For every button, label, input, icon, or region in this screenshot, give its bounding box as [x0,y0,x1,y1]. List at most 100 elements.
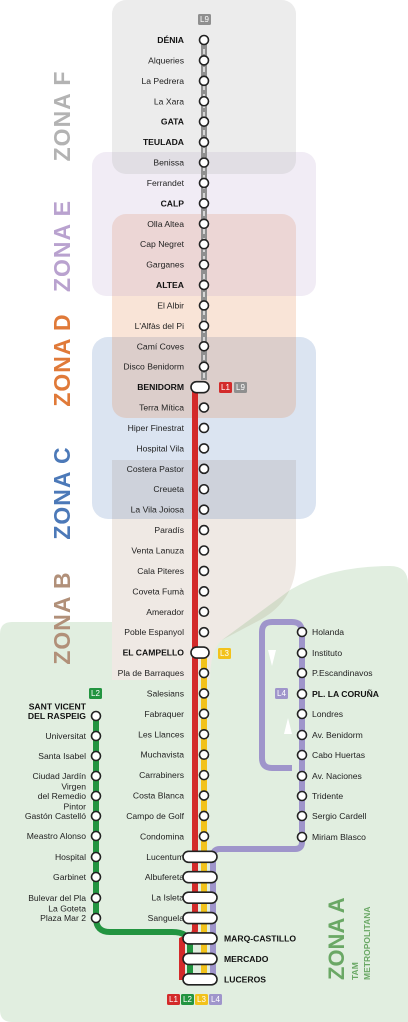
station-marker-benissa[interactable] [198,157,210,168]
station-label-la-pedrera[interactable]: La Pedrera [141,76,184,86]
station-label-garganes[interactable]: Garganes [146,260,184,270]
station-marker-la-xara[interactable] [198,95,210,107]
station-marker-salesians[interactable] [198,688,210,699]
station-marker-amerador[interactable] [198,606,210,618]
station-marker-la-vila-joiosa[interactable] [198,504,210,515]
station-marker-olla-altea[interactable] [198,218,210,230]
station-label-la-isleta[interactable]: La Isleta [152,893,185,903]
station-label-hiper-finestrat[interactable]: Hiper Finestrat [128,423,185,433]
station-label-olla-altea[interactable]: Olla Altea [147,219,184,229]
station-marker-pl-la-coruna[interactable] [296,688,308,700]
station-marker-terra-mitica[interactable] [198,402,210,413]
station-marker-ferrandet[interactable] [198,177,210,189]
station-label-salesians[interactable]: Salesians [147,688,184,698]
station-label-denia[interactable]: DÉNIA [157,35,184,45]
station-label-alqueries[interactable]: Alqueries [148,55,184,65]
station-label-p-escandinavos[interactable]: P.Escandinavos [312,668,373,678]
line-badge-l3[interactable]: L3 [195,994,208,1005]
station-marker-bulevar-del-pla[interactable] [90,892,102,904]
station-marker-universitat[interactable] [90,730,102,742]
station-marker-fabraquer[interactable] [198,708,210,720]
station-marker-teulada[interactable] [198,136,210,148]
station-marker-la-isleta[interactable] [182,891,218,904]
station-label-paradis[interactable]: Paradís [154,525,184,535]
station-marker-cabo-huertas[interactable] [296,749,308,761]
station-label-coveta-fuma[interactable]: Coveta Fumà [132,586,184,596]
station-label-albufereta[interactable]: Albufereta [145,872,184,882]
line-badge-l9[interactable]: L9 [234,382,247,393]
station-label-poble-espanyol[interactable]: Poble Espanyol [124,627,184,637]
station-marker-garbinet[interactable] [90,871,102,883]
station-label-garbinet[interactable]: Garbinet [53,872,87,882]
station-marker-cala-piteres[interactable] [198,565,210,577]
station-marker-benidorm[interactable] [190,380,210,394]
station-label-campo-de-golf[interactable]: Campo de Golf [126,811,184,821]
station-marker-garganes[interactable] [198,259,210,270]
station-marker-el-campello[interactable] [190,646,210,659]
station-label-av-benidorm[interactable]: Av. Benidorm [312,730,363,740]
station-label-gata[interactable]: GATA [161,117,184,127]
station-label-cabo-huertas[interactable]: Cabo Huertas [312,750,365,760]
station-marker-disco-benidorm[interactable] [198,361,210,373]
station-label-benidorm[interactable]: BENIDORM [137,382,184,392]
station-label-marq-castillo[interactable]: MARQ-CASTILLO [224,933,296,943]
line-badge-l3[interactable]: L3 [218,648,231,659]
line-badge-l9[interactable]: L9 [198,14,211,25]
station-label-la-vila-joiosa[interactable]: La Vila Joiosa [131,505,185,515]
station-marker-cami-coves[interactable] [198,340,210,352]
station-label-el-campello[interactable]: EL CAMPELLO [123,648,185,658]
station-marker-venta-lanuza[interactable] [198,545,210,556]
station-marker-carrabiners[interactable] [198,769,210,781]
station-marker-la-goteta-plaza-mar-2[interactable] [90,912,102,924]
station-label-sergio-cardell[interactable]: Sergio Cardell [312,811,367,821]
station-marker-coveta-fuma[interactable] [198,586,210,597]
station-label-disco-benidorm[interactable]: Disco Benidorm [123,362,184,372]
line-badge-l4[interactable]: L4 [275,688,288,699]
station-label-bulevar-del-pla[interactable]: Bulevar del Pla [28,893,86,903]
station-marker-cap-negret[interactable] [198,238,210,250]
station-label-meastro-alonso[interactable]: Meastro Alonso [27,831,86,841]
station-marker-alqueries[interactable] [198,55,210,66]
station-label-cami-coves[interactable]: Camí Coves [137,341,184,351]
station-marker-sant-vicent-del-raspeig[interactable] [90,710,102,722]
station-label-santa-isabel[interactable]: Santa Isabel [38,751,86,761]
station-label-holanda[interactable]: Holanda [312,627,344,637]
station-marker-av-naciones[interactable] [296,770,308,782]
station-marker-marq-castillo[interactable] [182,932,218,945]
station-marker-luceros[interactable] [182,973,218,986]
station-marker-hospital[interactable] [90,851,102,863]
station-label-mercado[interactable]: MERCADO [224,954,269,964]
station-label-benissa[interactable]: Benissa [153,158,184,168]
station-marker-gata[interactable] [198,116,210,127]
station-label-cap-negret[interactable]: Cap Negret [140,239,185,249]
station-marker-altea[interactable] [198,279,210,291]
station-marker-poble-espanyol[interactable] [198,626,210,638]
station-marker-costera-pastor[interactable] [198,463,210,475]
station-marker-sanguela[interactable] [182,911,218,925]
station-label-tridente[interactable]: Tridente [312,791,343,801]
station-label-condomina[interactable]: Condomina [140,831,184,841]
station-marker-mercado[interactable] [182,952,218,966]
station-marker-tridente[interactable] [296,790,308,802]
station-label-muchavista[interactable]: Muchavista [141,750,185,760]
station-label-carrabiners[interactable]: Carrabiners [139,770,184,780]
station-marker-campo-de-golf[interactable] [198,810,210,822]
station-label-altea[interactable]: ALTEA [156,280,184,290]
station-label-lucentum[interactable]: Lucentum [146,852,184,862]
station-marker-condomina[interactable] [198,831,210,842]
station-marker-p-escandinavos[interactable] [296,667,308,679]
station-label-creueta[interactable]: Creueta [153,484,184,494]
station-marker-santa-isabel[interactable] [90,750,102,762]
station-label-luceros[interactable]: LUCEROS [224,974,266,984]
station-label-instituto[interactable]: Instituto [312,648,342,658]
line-badge-l4[interactable]: L4 [209,994,222,1005]
station-label-la-xara[interactable]: La Xara [154,96,184,106]
station-label-hospital[interactable]: Hospital [55,852,86,862]
station-label-l-alfas-del-pi[interactable]: L'Alfàs del Pi [135,321,185,331]
station-label-av-naciones[interactable]: Av. Naciones [312,771,362,781]
line-badge-l2[interactable]: L2 [89,688,102,699]
station-marker-av-benidorm[interactable] [296,729,308,741]
